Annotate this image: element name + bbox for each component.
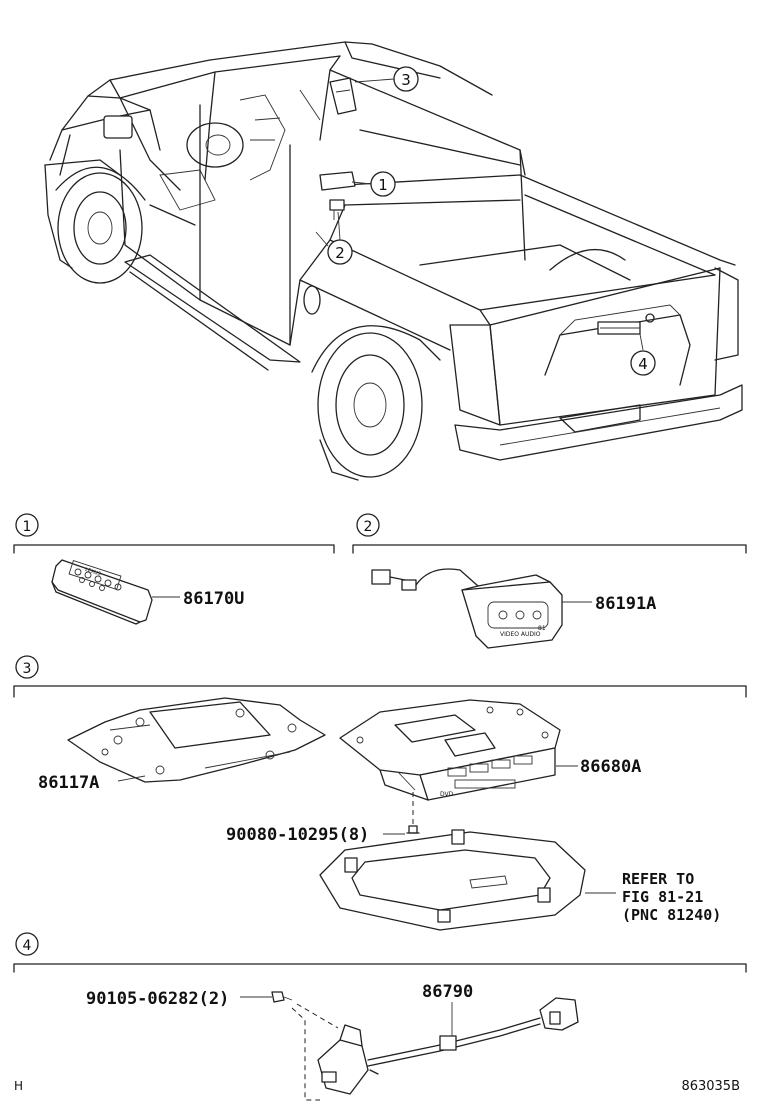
callout-3: 3 [393,66,419,92]
svg-text:2: 2 [364,519,373,535]
section-2-header: 2 [352,513,747,554]
callout-1: 1 [370,171,396,197]
svg-text:LEXUS: LEXUS [84,567,101,578]
remote-controller-86170U: LEXUS [51,559,180,625]
svg-text:2: 2 [335,244,345,262]
part-number-86117A: 86117A [38,773,99,793]
callout-2: 2 [327,239,353,265]
part-number-86170U: 86170U [183,589,244,609]
part-number-86191A: 86191A [595,594,656,614]
diagram-code: 863035B [681,1079,740,1094]
svg-text:FIG 81-21: FIG 81-21 [622,888,703,906]
part-number-86790: 86790 [422,982,473,1002]
svg-text:VIDEO AUDIO: VIDEO AUDIO [500,631,541,638]
section-4-header: 4 [13,932,747,973]
bracket-plate-86117A [67,697,326,783]
footer-left-mark: H [14,1079,23,1093]
svg-text:REFER TO: REFER TO [622,870,694,888]
part-number-90080-10295: 90080-10295(8) [226,825,369,845]
section-1-header: 1 [13,513,335,554]
svg-text:DVD: DVD [440,791,454,798]
svg-text:1: 1 [378,176,388,194]
pickup-truck-illustration [44,41,743,481]
svg-text:4: 4 [638,355,648,373]
console-trim-ring-81240 [319,829,616,931]
svg-text:3: 3 [401,71,411,89]
part-number-90105-06282: 90105-06282(2) [86,989,229,1009]
callout-leaders [315,78,644,351]
svg-text:4: 4 [23,938,32,954]
audio-video-jack-86191A: VIDEO AUDIO 81 [371,568,592,649]
svg-text:3: 3 [23,661,32,677]
screw-90080-10295 [383,792,420,835]
svg-text:1: 1 [23,519,32,535]
part-number-86680A: 86680A [580,757,641,777]
bolt-90105-06282 [240,991,339,1101]
refer-to-note: REFER TO FIG 81-21 (PNC 81240) [622,870,721,924]
callout-4: 4 [630,350,656,376]
svg-text:(PNC 81240): (PNC 81240) [622,906,721,924]
wire-harness-86790 [317,997,579,1095]
section-3-header: 3 [13,655,747,698]
overhead-display-86680A: DVD [339,699,578,801]
svg-text:81: 81 [538,625,546,632]
